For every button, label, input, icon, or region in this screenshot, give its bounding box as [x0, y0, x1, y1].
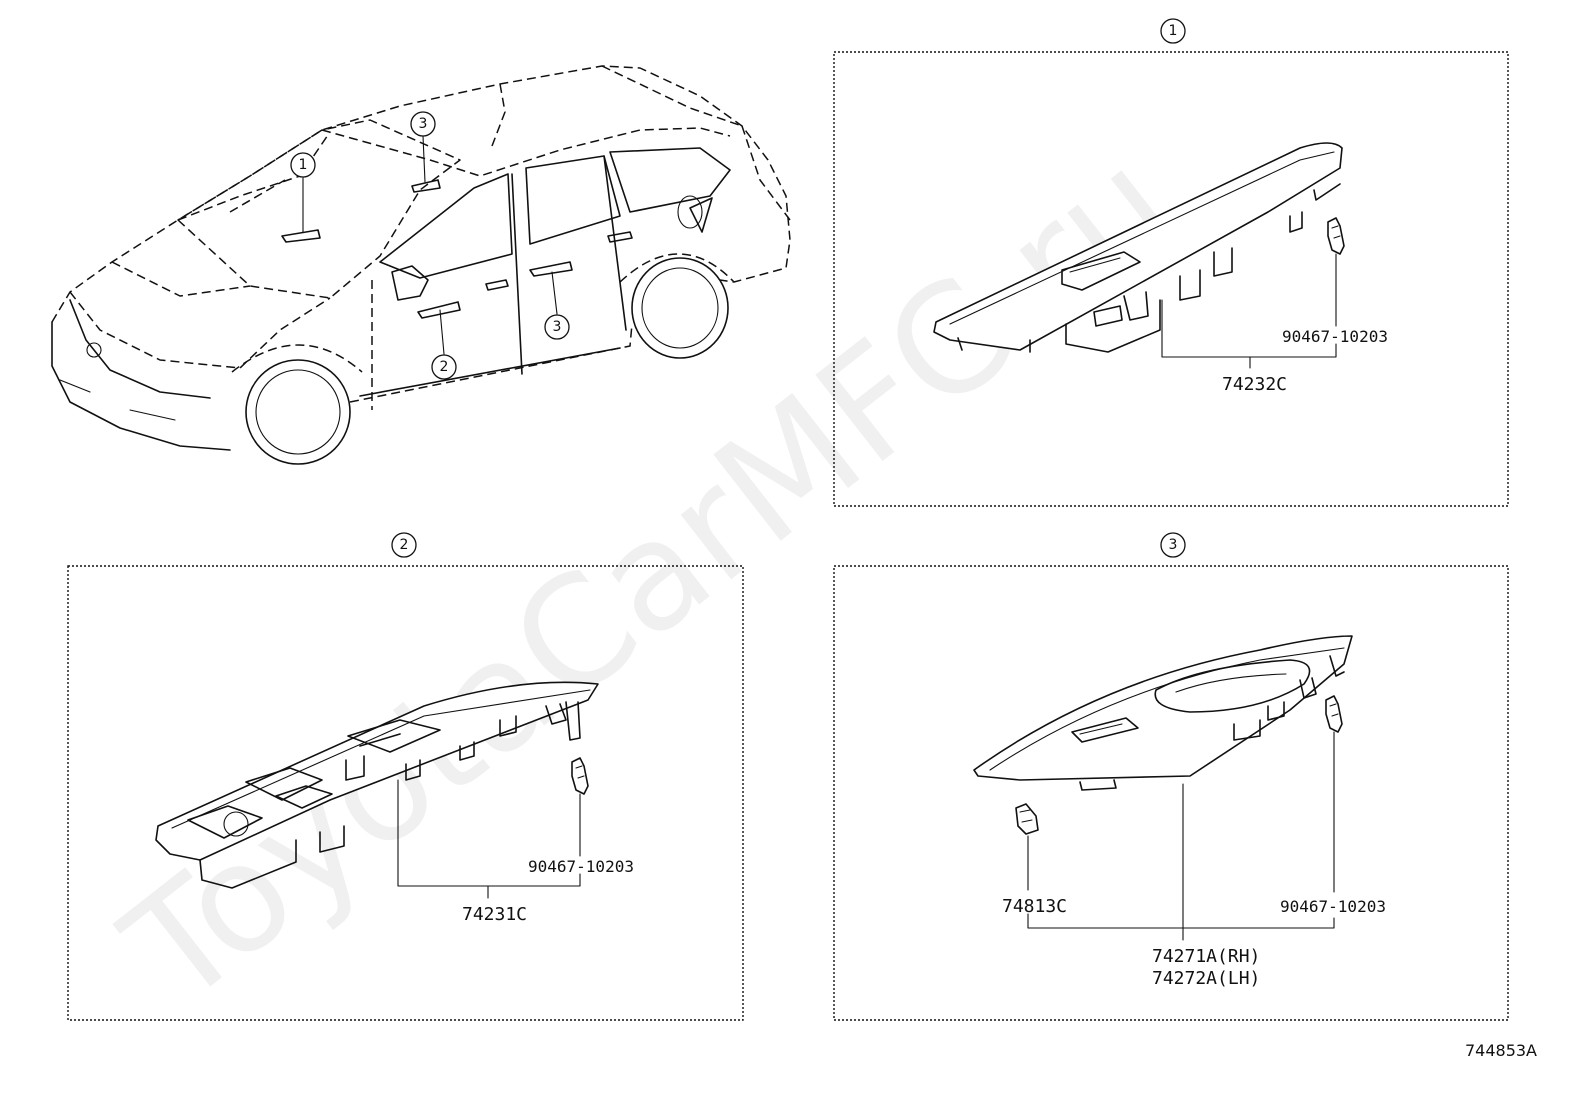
section-1-clip-label: 90467-10203 [1282, 327, 1388, 346]
section-3-clip-left-label: 74813C [1002, 896, 1067, 917]
diagram-code: 744853A [1465, 1041, 1537, 1060]
section-1-callout: 1 [1169, 23, 1178, 39]
section-1-frame [833, 51, 1509, 507]
panel-74231c-drawing [155, 681, 599, 889]
section-3-callout: 3 [1169, 537, 1178, 553]
car-callout-2: 2 [440, 359, 449, 375]
section-3-frame [833, 565, 1509, 1021]
car-callout-1: 1 [299, 157, 308, 173]
section-3-clip-right-label: 90467-10203 [1280, 897, 1386, 916]
clip-90467-10203-s2 [571, 757, 589, 795]
section-1-panel-label: 74232C [1222, 374, 1287, 395]
car-callout-3-upper: 3 [419, 116, 428, 132]
clip-90467-10203-s1 [1327, 217, 1345, 255]
panel-74232c-drawing [933, 142, 1343, 353]
section-2-frame [67, 565, 744, 1021]
panel-74271a-drawing [973, 635, 1353, 791]
section-3-panel-rh-label: 74271A(RH) [1152, 946, 1260, 967]
section-2-clip-label: 90467-10203 [528, 857, 634, 876]
section-2-panel-label: 74231C [462, 904, 527, 925]
section-1: 1 90467-10203 74232C [833, 18, 1509, 507]
section-3-panel-lh-label: 74272A(LH) [1152, 968, 1260, 989]
clip-74813c [1015, 803, 1039, 835]
section-3: 3 74813C 90 [833, 532, 1509, 1021]
clip-90467-10203-s3 [1325, 695, 1343, 733]
car-overview: 1 3 2 3 [51, 65, 791, 465]
section-2: 2 90467-10203 [67, 532, 744, 1021]
car-callout-3-lower: 3 [553, 319, 562, 335]
section-2-callout: 2 [400, 537, 409, 553]
